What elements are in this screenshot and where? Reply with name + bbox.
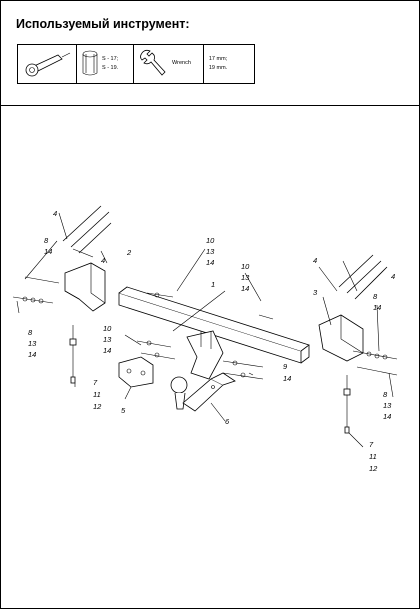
callouts: 4 4 2 8 14 8 13 14 7 11 12 10 13 14 1 10…	[28, 209, 395, 473]
socket-cell: S - 17; S - 19.	[77, 45, 135, 83]
left-bolt-column	[69, 325, 77, 384]
callout-14-right: 14	[373, 303, 381, 312]
tools-title: Используемый инструмент:	[16, 17, 190, 31]
wrench-size-1: 17 mm;	[208, 56, 228, 62]
callout-13-top: 13	[206, 247, 215, 256]
right-bolt-column	[343, 375, 351, 434]
tools-table: S - 17; S - 19. Wrench 17 mm; 19 mm.	[17, 44, 255, 84]
callout-14-far-left: 14	[28, 350, 36, 359]
center-bolts	[136, 292, 274, 380]
ball-plate	[118, 356, 154, 388]
tools-header: Используемый инструмент: S - 17;	[1, 1, 419, 106]
left-frame-rail	[62, 205, 112, 254]
callout-6: 6	[225, 417, 230, 426]
right-bracket	[318, 314, 364, 362]
callout-1: 1	[211, 280, 215, 289]
callout-3: 3	[313, 288, 318, 297]
wrench-sizes-cell: 17 mm; 19 mm.	[204, 45, 254, 83]
callout-14-far-right: 14	[383, 412, 391, 421]
wrench-icon	[140, 49, 166, 76]
callout-11-left: 11	[93, 390, 101, 399]
ratchet-icon	[25, 52, 71, 77]
socket-size-2: S - 19.	[102, 65, 119, 71]
right-side-bolts	[352, 350, 398, 376]
socket-size-1: S - 17;	[102, 56, 119, 62]
callout-14-left-a: 14	[44, 247, 52, 256]
socket-icon	[82, 50, 98, 76]
callout-11-right: 11	[369, 452, 377, 461]
callout-12-left: 12	[93, 402, 102, 411]
socket-sizes: S - 17; S - 19.	[102, 55, 118, 73]
callout-14-top: 14	[206, 258, 214, 267]
tow-ball	[170, 376, 188, 410]
callout-12-right: 12	[369, 464, 378, 473]
callout-13-far-left: 13	[28, 339, 37, 348]
center-mount	[186, 330, 224, 380]
callout-10-low: 10	[103, 324, 112, 333]
callout-14-low: 14	[103, 346, 111, 355]
callout-14-mid: 14	[241, 284, 249, 293]
left-bracket	[64, 262, 106, 312]
assembly-diagram: 4 4 2 8 14 8 13 14 7 11 12 10 13 14 1 10…	[12, 205, 398, 473]
callout-10-top: 10	[206, 236, 215, 245]
callout-8-far-left: 8	[28, 328, 33, 337]
callout-13-far-right: 13	[383, 401, 392, 410]
left-side-bolts	[12, 276, 60, 304]
ratchet-cell	[18, 45, 77, 83]
wrench-sizes: 17 mm; 19 mm.	[209, 55, 227, 73]
callout-13-mid: 13	[241, 273, 250, 282]
callout-9: 9	[283, 362, 288, 371]
wrench-size-2: 19 mm.	[208, 65, 228, 71]
callout-8-right: 8	[373, 292, 378, 301]
wrench-cell: Wrench	[134, 45, 204, 83]
callout-8-left: 8	[44, 236, 49, 245]
callout-14-center: 14	[283, 374, 291, 383]
callout-4-right-far: 4	[391, 272, 395, 281]
wrench-label: Wrench	[172, 60, 191, 66]
callout-7-left: 7	[93, 378, 98, 387]
callout-2: 2	[126, 248, 132, 257]
right-frame-rail	[338, 254, 388, 300]
leader-lines	[16, 212, 394, 448]
callout-4-left-upper: 4	[53, 209, 57, 218]
callout-7-right: 7	[369, 440, 374, 449]
callout-4-right-upper: 4	[313, 256, 317, 265]
callout-13-low: 13	[103, 335, 112, 344]
crossbar	[118, 286, 310, 364]
hitch-arm	[182, 372, 236, 412]
callout-8-far-right: 8	[383, 390, 388, 399]
callout-10-mid: 10	[241, 262, 250, 271]
callout-4-left-lower: 4	[101, 256, 105, 265]
callout-5: 5	[121, 406, 126, 415]
